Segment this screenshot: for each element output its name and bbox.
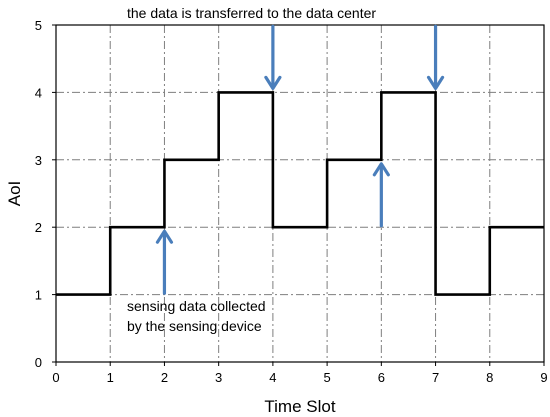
annotation-sensing-line1: sensing data collected xyxy=(127,298,266,314)
x-tick-label: 2 xyxy=(161,370,168,385)
x-tick-label: 4 xyxy=(269,370,276,385)
x-tick-label: 8 xyxy=(486,370,493,385)
x-tick-label: 9 xyxy=(540,370,547,385)
series-group xyxy=(56,91,544,296)
x-tick-label: 6 xyxy=(378,370,385,385)
y-tick-label: 0 xyxy=(35,355,42,370)
plot-frame xyxy=(55,24,545,363)
annotation-transfer: the data is transferred to the data cent… xyxy=(127,5,376,21)
y-tick-label: 4 xyxy=(35,85,42,100)
aoi-step-line xyxy=(56,91,544,296)
annotation-sensing-line2: by the sensing device xyxy=(127,318,262,334)
arrow-head xyxy=(372,162,390,177)
y-tick-label: 3 xyxy=(35,153,42,168)
arrow-head xyxy=(155,229,174,244)
arrow-up xyxy=(372,162,390,228)
x-tick-label: 3 xyxy=(215,370,222,385)
y-tick-label: 2 xyxy=(35,220,42,235)
arrows-group xyxy=(155,24,445,295)
x-tick-label: 1 xyxy=(107,370,114,385)
y-tick-label: 5 xyxy=(35,18,42,33)
x-tick-label: 7 xyxy=(432,370,439,385)
arrow-head xyxy=(264,75,282,91)
arrow-down xyxy=(264,24,282,91)
tick-labels: 0 1 2 3 4 5 6 7 8 9 0 1 2 3 4 5 xyxy=(35,18,548,385)
x-axis-label: Time Slot xyxy=(264,397,335,416)
arrow-down xyxy=(426,24,445,91)
arrow-head xyxy=(426,75,445,91)
y-axis-label: AoI xyxy=(5,181,24,207)
arrow-up xyxy=(155,229,174,295)
y-tick-label: 1 xyxy=(35,288,42,303)
x-tick-label: 0 xyxy=(52,370,59,385)
x-tick-label: 5 xyxy=(323,370,330,385)
